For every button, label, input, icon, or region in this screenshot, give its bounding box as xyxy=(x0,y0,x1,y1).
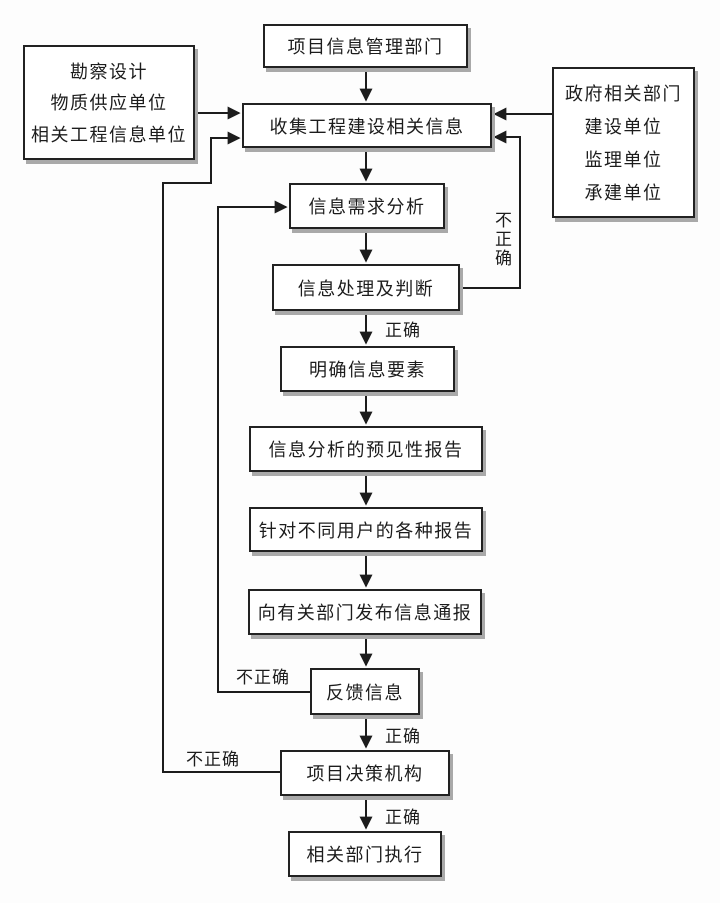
node-label: 相关部门执行 xyxy=(306,845,424,865)
node-predictive-report: 信息分析的预见性报告 xyxy=(249,426,483,472)
node-label: 信息分析的预见性报告 xyxy=(268,440,464,460)
edge-label-incorrect-decision: 不正确 xyxy=(186,750,240,769)
edge-label-incorrect-feedback: 不正确 xyxy=(236,668,290,687)
node-label-line: 勘察设计 xyxy=(70,61,148,82)
node-label: 项目决策机构 xyxy=(306,764,424,784)
edge-label-correct-3: 正确 xyxy=(385,808,421,827)
node-publish-notice: 向有关部门发布信息通报 xyxy=(248,589,482,635)
node-label-line: 物质供应单位 xyxy=(50,93,168,114)
node-label-line: 监理单位 xyxy=(584,149,663,170)
edge-decision-incorrect-to-collect xyxy=(162,131,280,773)
edge-judge-incorrect-to-collect xyxy=(460,130,521,289)
edge-label-correct-1: 正确 xyxy=(385,321,421,340)
node-label-line: 建设单位 xyxy=(584,117,663,138)
node-label: 信息需求分析 xyxy=(308,197,426,217)
node-label: 向有关部门发布信息通报 xyxy=(257,603,473,623)
edge-label-correct-2: 正确 xyxy=(385,727,421,746)
node-label-line: 相关工程信息单位 xyxy=(31,125,187,146)
node-project-info-dept: 项目信息管理部门 xyxy=(263,24,468,68)
node-label: 项目信息管理部门 xyxy=(287,37,444,57)
node-label-line: 承建单位 xyxy=(584,182,663,203)
node-feedback-info: 反馈信息 xyxy=(310,668,420,715)
node-user-reports: 针对不同用户的各种报告 xyxy=(249,507,483,552)
node-execute-depts: 相关部门执行 xyxy=(288,831,442,877)
node-label: 针对不同用户的各种报告 xyxy=(258,520,474,541)
edge-label-incorrect-vertical: 不正确 xyxy=(492,211,511,268)
node-label: 反馈信息 xyxy=(326,682,404,703)
edge-feedback-incorrect-to-analysis xyxy=(217,200,310,693)
node-demand-analysis: 信息需求分析 xyxy=(289,183,445,229)
node-label-line: 政府相关部门 xyxy=(565,84,682,105)
node-sources-right: 政府相关部门 建设单位 监理单位 承建单位 xyxy=(552,67,695,218)
node-label: 明确信息要素 xyxy=(309,360,426,380)
node-clarify-elements: 明确信息要素 xyxy=(280,346,455,392)
node-sources-left: 勘察设计 物质供应单位 相关工程信息单位 xyxy=(23,45,195,160)
node-decision-body: 项目决策机构 xyxy=(280,750,450,796)
node-label: 信息处理及判断 xyxy=(297,278,435,299)
node-process-judge: 信息处理及判断 xyxy=(272,264,460,311)
node-collect-info: 收集工程建设相关信息 xyxy=(242,103,492,148)
node-label: 收集工程建设相关信息 xyxy=(269,116,465,137)
